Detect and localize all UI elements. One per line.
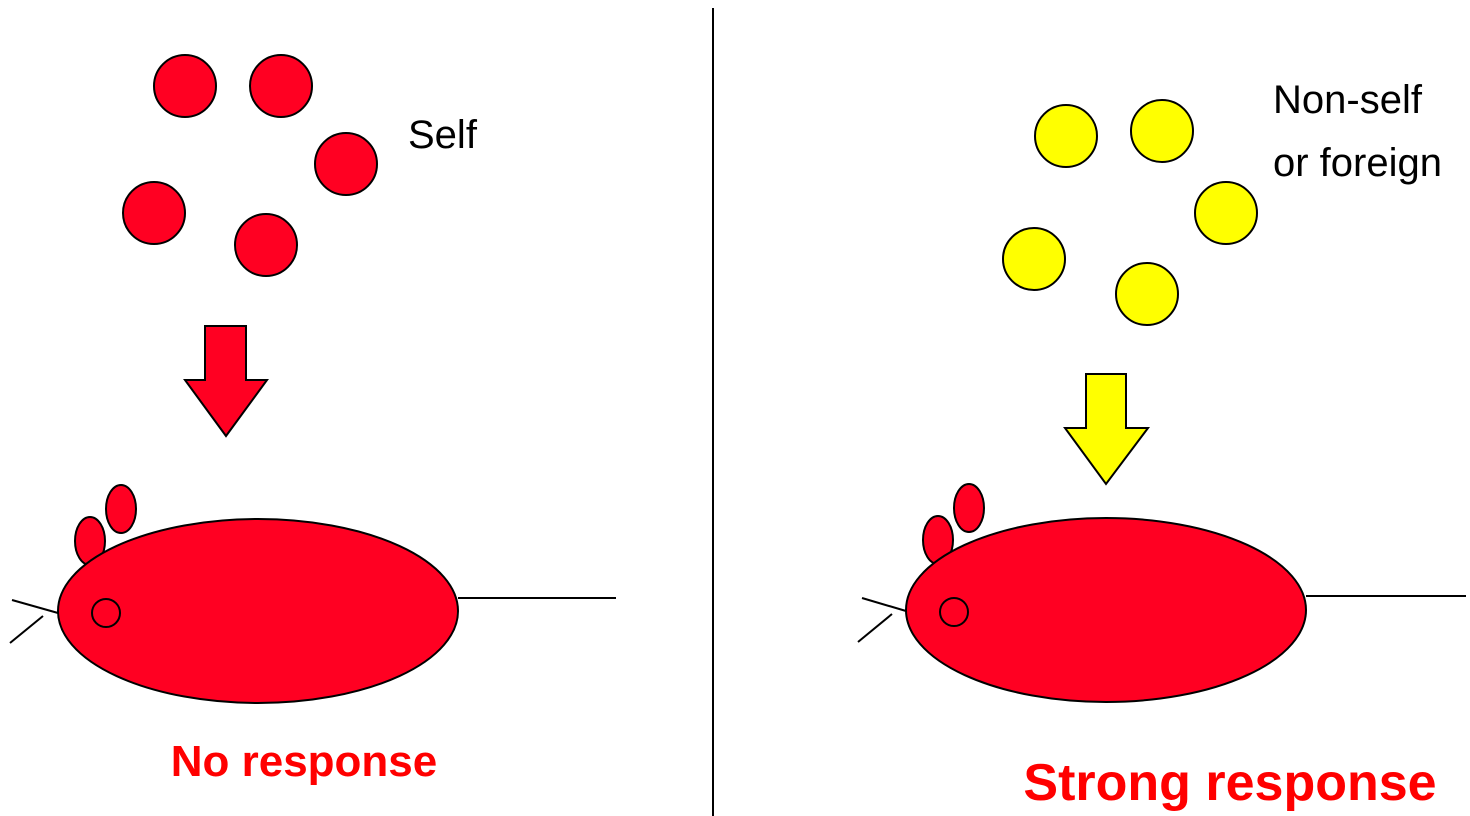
mouse-whisker [12, 600, 58, 613]
mouse-whisker [858, 614, 892, 642]
down-arrow [185, 326, 267, 436]
self-cells-group [123, 55, 377, 276]
mouse-ear [106, 485, 136, 533]
foreign-cell [1131, 100, 1193, 162]
self-cell [250, 55, 312, 117]
foreign-cell [1035, 105, 1097, 167]
self-cell [315, 133, 377, 195]
foreign-cell [1116, 263, 1178, 325]
mouse [10, 485, 616, 703]
mouse-whisker [862, 598, 906, 611]
mouse-eye [940, 598, 968, 626]
self-cell [154, 55, 216, 117]
mouse [858, 484, 1466, 702]
self-cell [123, 182, 185, 244]
foreign-cells-group [1003, 100, 1257, 325]
foreign-cell [1195, 182, 1257, 244]
self-label: Self [408, 113, 478, 157]
mouse-ear [954, 484, 984, 532]
non-self-label: Non-self [1273, 78, 1423, 122]
mouse-whisker [10, 616, 43, 643]
down-arrow [1065, 374, 1148, 484]
self-cell [235, 214, 297, 276]
mouse-eye [92, 599, 120, 627]
left-panel: Self No response [10, 55, 616, 786]
right-panel: Non-self or foreign Strong response [858, 78, 1466, 812]
foreign-cell [1003, 228, 1065, 290]
foreign-label: or foreign [1273, 141, 1442, 185]
no-response-caption: No response [171, 737, 438, 786]
strong-response-caption: Strong response [1023, 754, 1436, 812]
